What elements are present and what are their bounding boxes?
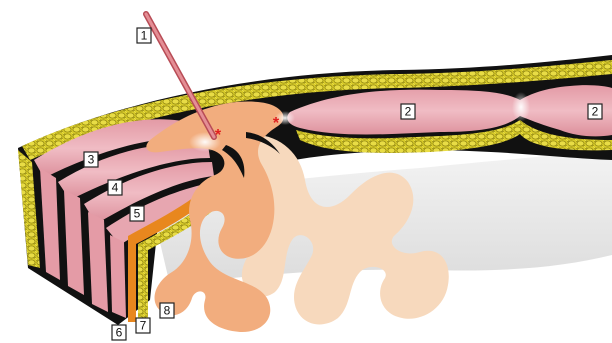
svg-text:1: 1 [141, 29, 148, 43]
asterisk-marker-left: * [215, 127, 222, 144]
svg-text:2: 2 [405, 105, 412, 119]
label-1: 1 [137, 28, 151, 43]
label-3: 3 [84, 152, 98, 167]
label-2-left: 2 [401, 104, 415, 119]
left-pink-layer-inner-face [110, 235, 126, 318]
label-5: 5 [130, 206, 144, 221]
label-8: 8 [160, 303, 174, 318]
label-7: 7 [136, 318, 150, 333]
asterisk-marker-right: * [273, 115, 280, 132]
label-2-right: 2 [588, 104, 602, 119]
chamber-constriction-highlight [512, 92, 530, 122]
svg-text:5: 5 [134, 207, 141, 221]
svg-text:6: 6 [116, 326, 123, 340]
svg-text:2: 2 [592, 105, 599, 119]
svg-text:3: 3 [88, 153, 95, 167]
svg-text:8: 8 [164, 304, 171, 318]
label-4: 4 [108, 180, 122, 195]
svg-text:4: 4 [112, 181, 119, 195]
svg-text:7: 7 [140, 319, 147, 333]
label-6: 6 [112, 325, 126, 340]
